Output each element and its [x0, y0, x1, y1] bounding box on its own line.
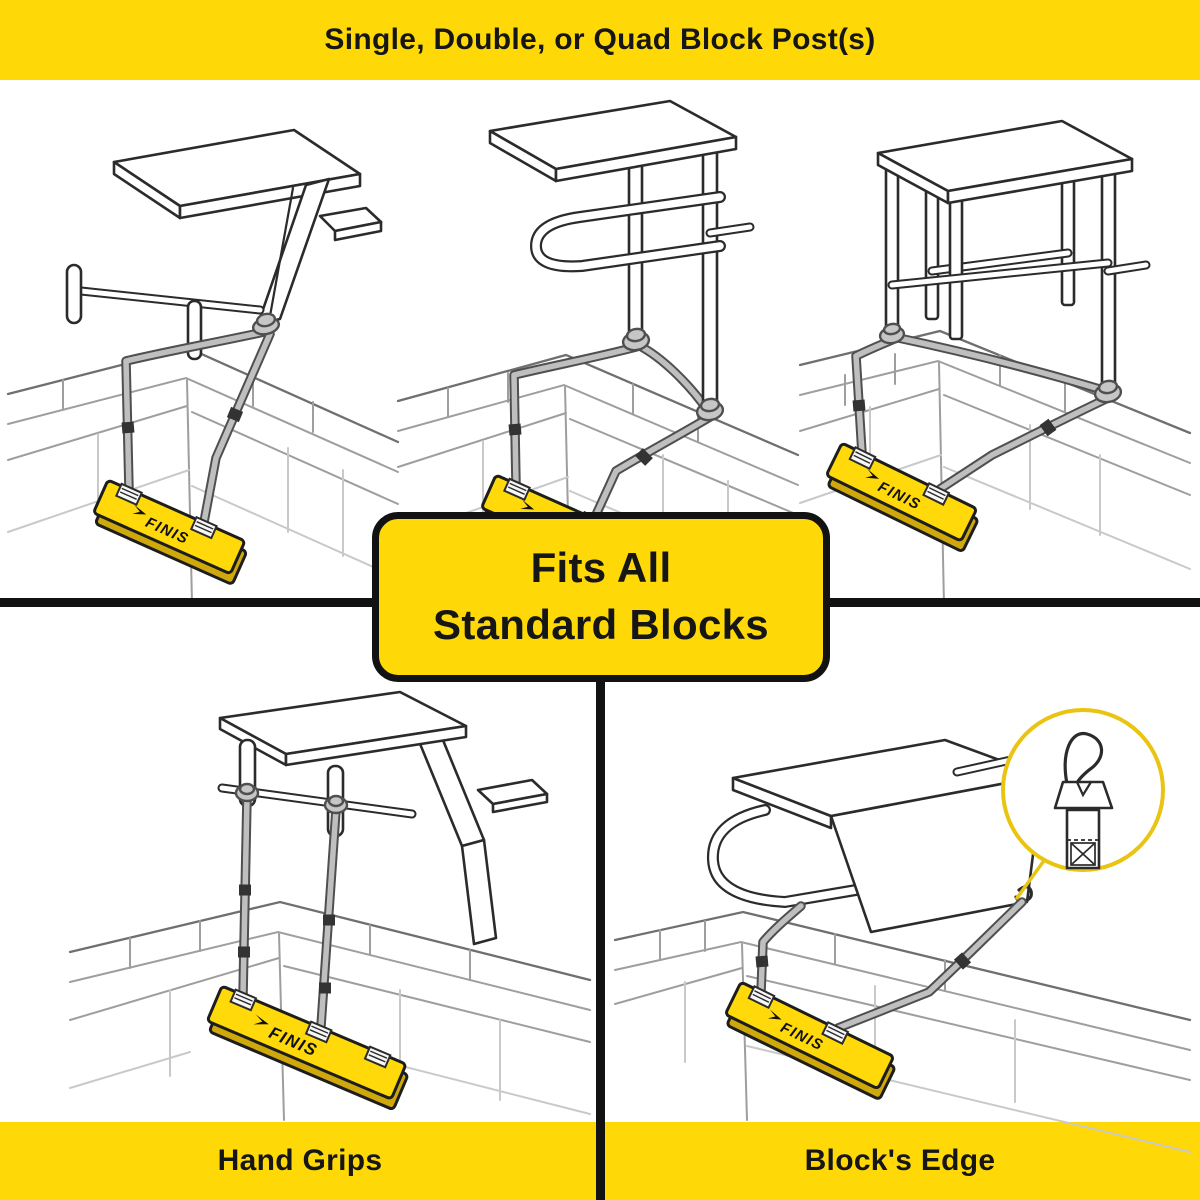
- finis-ledge: FINIS: [206, 985, 409, 1111]
- illustration-double-post-block: FINIS: [396, 99, 800, 601]
- finis-swoosh-icon: [132, 504, 147, 515]
- starting-block-double-post: [488, 99, 755, 419]
- finis-swoosh-icon: [767, 1009, 782, 1020]
- starting-block-hand-grips: [217, 690, 549, 946]
- caption-hand-grips: Hand Grips: [217, 1144, 383, 1177]
- ledge-notch: [747, 985, 776, 1010]
- illustration-single-post-block: FINIS: [6, 128, 400, 604]
- stitch-box: [1070, 842, 1096, 866]
- ledge-notch: [229, 988, 258, 1012]
- inset-leader-line: [1015, 860, 1045, 900]
- straps: [851, 322, 1123, 494]
- t-handle: [65, 263, 83, 325]
- deck-strap: [889, 332, 1111, 396]
- ledge-notch: [922, 481, 951, 506]
- ledge-notch: [848, 446, 877, 471]
- caption-blocks-edge: Block's Edge: [804, 1144, 996, 1177]
- ledge-notch: [821, 1020, 850, 1045]
- pool-edge: [613, 910, 1192, 1153]
- illustration-blocks-edge: FINIS: [613, 708, 1192, 1153]
- badge-line-1: Fits All: [530, 544, 672, 592]
- illustration-hand-grips: FINIS: [68, 690, 592, 1121]
- finis-ledge: FINIS: [93, 479, 248, 585]
- straps: [755, 897, 1027, 1033]
- badge-line-2: Standard Blocks: [433, 601, 769, 648]
- top-banner-label: Single, Double, or Quad Block Post(s): [324, 23, 876, 56]
- ledge-notch: [363, 1045, 392, 1069]
- ledge-notch: [114, 482, 144, 507]
- caption-blocks-edge-cell: Block's Edge: [600, 1122, 1200, 1200]
- top-banner: Single, Double, or Quad Block Post(s): [0, 0, 1200, 80]
- hook-detail-inset: [1001, 708, 1165, 900]
- center-badge: Fits All Standard Blocks: [372, 512, 830, 682]
- straps: [121, 312, 281, 527]
- finis-ledge: FINIS: [826, 442, 979, 552]
- straps: [508, 327, 725, 522]
- finis-ledge: FINIS: [725, 981, 896, 1100]
- starting-block-quad-post: [876, 119, 1151, 401]
- finis-swoosh-icon: [865, 468, 880, 479]
- finis-swoosh-icon: [253, 1014, 269, 1025]
- starting-block-wedge: [706, 738, 1045, 934]
- ledge-notch: [502, 477, 532, 502]
- caption-hand-grips-cell: Hand Grips: [0, 1122, 600, 1200]
- vertical-divider: [596, 680, 605, 1200]
- straps: [234, 782, 349, 1031]
- s-hook-icon: [1053, 732, 1114, 870]
- ledge-notch: [304, 1020, 333, 1044]
- illustration-quad-post-block: FINIS: [798, 119, 1192, 606]
- finis-swoosh-icon: [520, 499, 535, 510]
- starting-block-single-post: [65, 128, 383, 361]
- ledge-notch: [189, 515, 218, 540]
- pool-edge: [6, 346, 400, 604]
- pool-edge: [798, 329, 1192, 606]
